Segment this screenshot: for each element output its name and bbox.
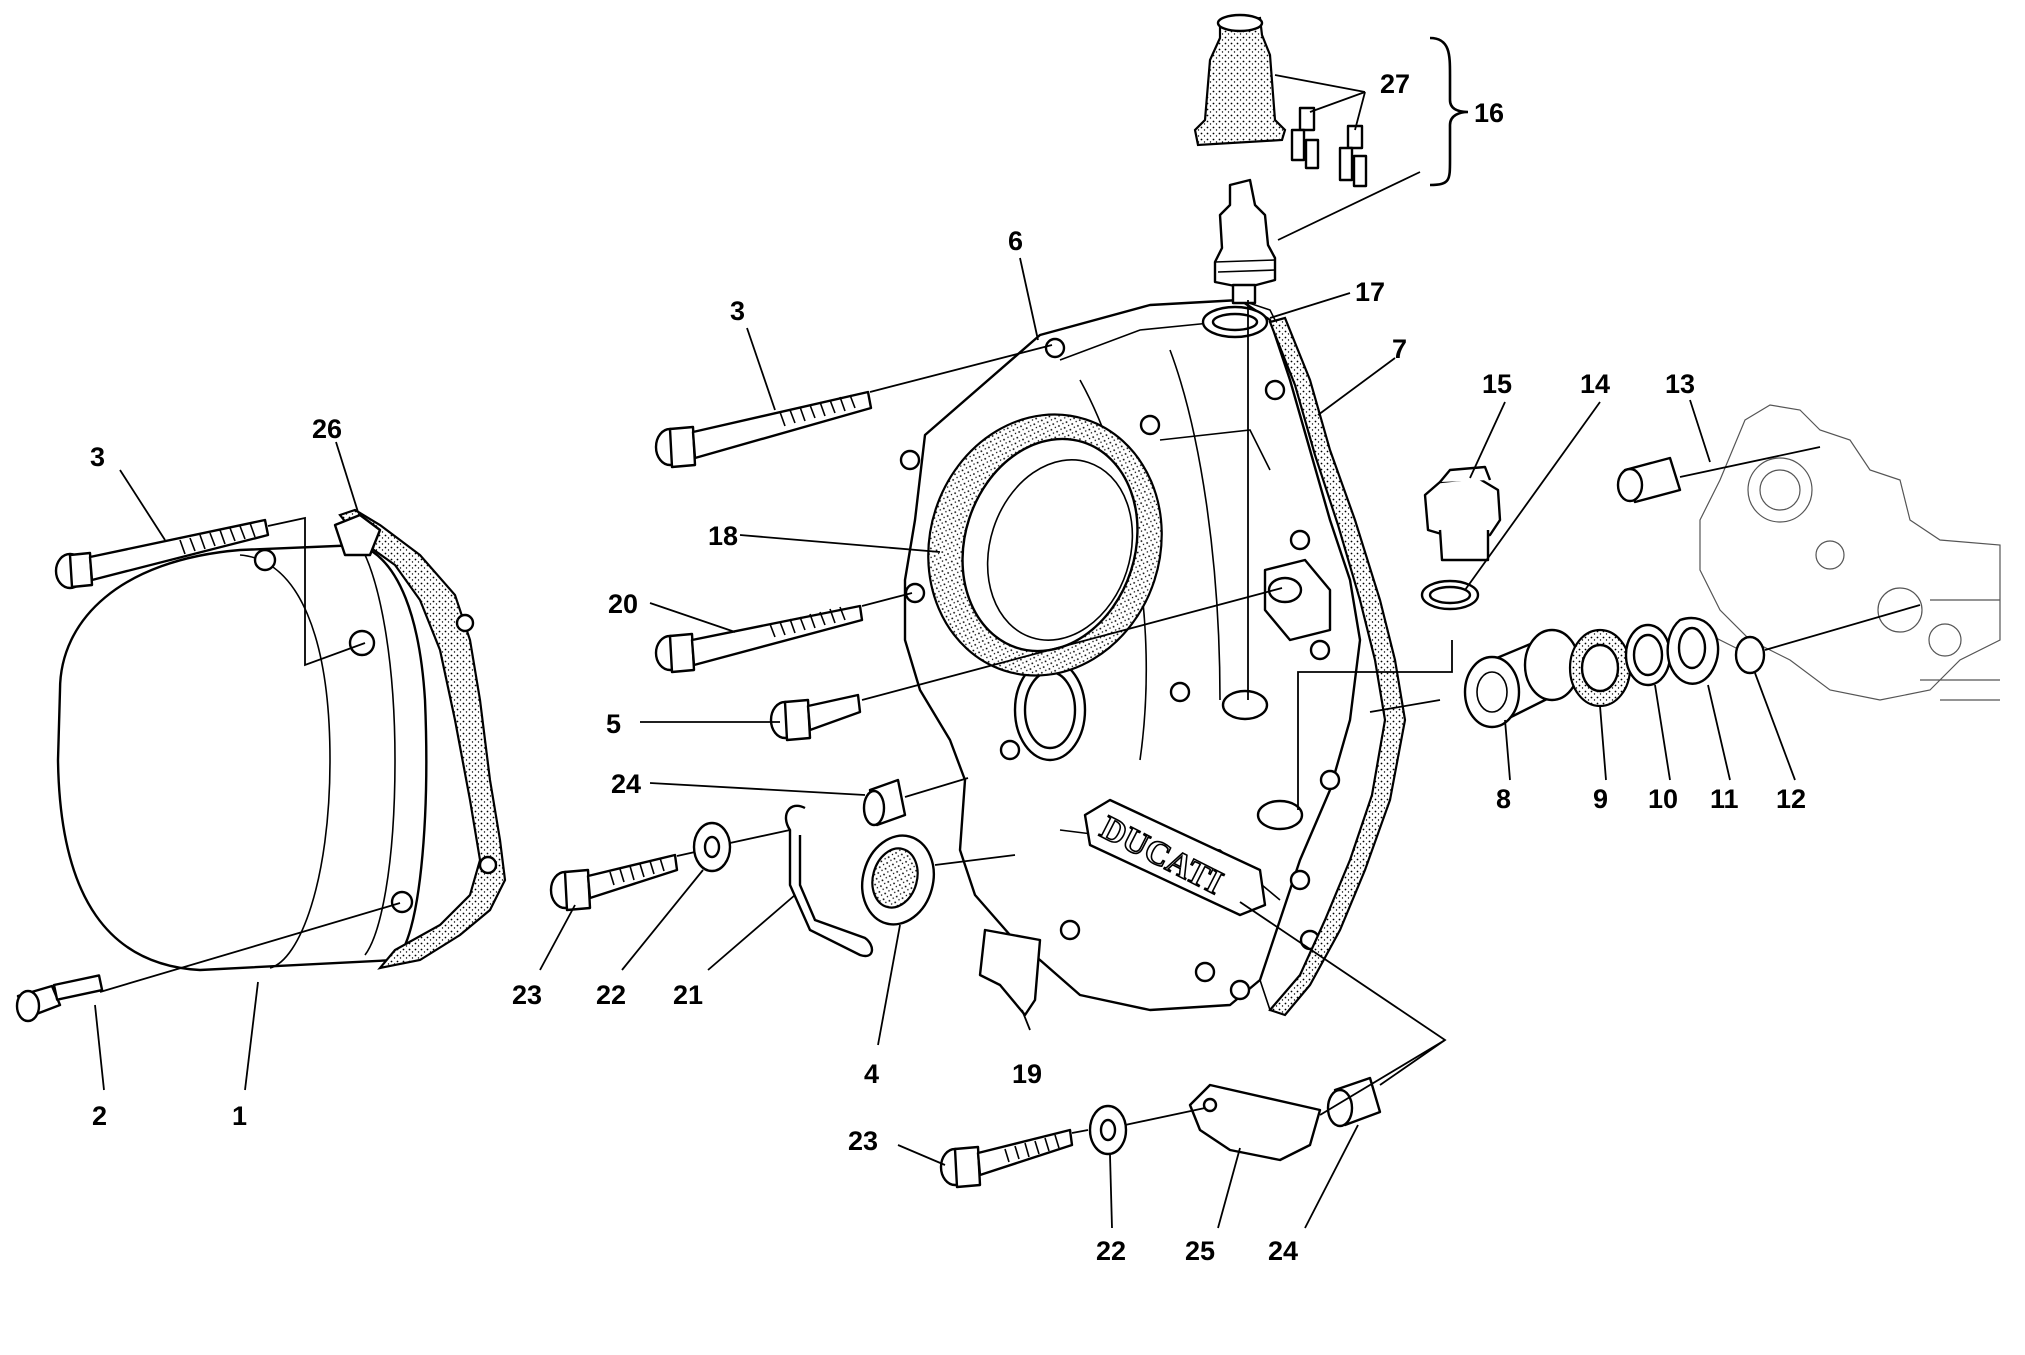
bolt-23-upper xyxy=(549,853,679,912)
o-ring-12 xyxy=(1734,635,1766,675)
leader-lines xyxy=(94,36,1921,1229)
callout-25: 25 xyxy=(1185,1236,1215,1266)
callout-21: 21 xyxy=(673,980,703,1010)
callout-24-lower: 24 xyxy=(1268,1236,1298,1266)
callout-10: 10 xyxy=(1648,784,1678,814)
callout-24-upper: 24 xyxy=(611,769,641,799)
callout-22-upper: 22 xyxy=(596,980,626,1010)
callout-15: 15 xyxy=(1482,369,1512,399)
callout-23-lower: 23 xyxy=(848,1126,878,1156)
callout-1: 1 xyxy=(232,1101,247,1131)
engine-case-outline xyxy=(1699,404,2001,701)
bracket-plate xyxy=(1188,1083,1322,1162)
callout-6: 6 xyxy=(1008,226,1023,256)
sensor-switch xyxy=(1213,178,1277,305)
callout-26: 26 xyxy=(312,414,342,444)
cover-gasket xyxy=(333,508,507,970)
callout-8: 8 xyxy=(1496,784,1511,814)
callout-3-center: 3 xyxy=(730,296,745,326)
callout-4: 4 xyxy=(864,1059,879,1089)
bolt-short-5 xyxy=(769,693,862,742)
spacer-lower xyxy=(1326,1076,1382,1128)
washer-lower xyxy=(1088,1104,1128,1156)
spacer-upper xyxy=(862,778,907,827)
callout-22-lower: 22 xyxy=(1096,1236,1126,1266)
callout-27: 27 xyxy=(1380,69,1410,99)
bolt-23-lower xyxy=(939,1128,1074,1189)
callout-18: 18 xyxy=(708,521,738,551)
terminal-connectors xyxy=(1290,106,1368,188)
gasket-square xyxy=(978,928,1042,1017)
plug-o-ring xyxy=(1420,579,1480,611)
callout-19: 19 xyxy=(1012,1059,1042,1089)
clutch-cover-dome xyxy=(56,543,428,972)
thrust-washer-10 xyxy=(1624,623,1672,687)
bushing-8 xyxy=(1463,628,1581,729)
callout-2: 2 xyxy=(92,1101,107,1131)
callout-16: 16 xyxy=(1474,98,1504,128)
small-seal xyxy=(861,834,935,926)
callout-12: 12 xyxy=(1776,784,1806,814)
oil-filler-plug xyxy=(1423,465,1502,562)
callout-5: 5 xyxy=(606,709,621,739)
housing-gasket xyxy=(1268,316,1407,1017)
callout-13: 13 xyxy=(1665,369,1695,399)
callout-23-upper: 23 xyxy=(512,980,542,1010)
bushing-13 xyxy=(1616,456,1682,504)
seal-ring-9 xyxy=(1568,628,1632,708)
callout-labels: 1 2 3 3 4 5 6 7 8 9 10 11 12 13 14 15 16… xyxy=(90,69,1806,1266)
washer-upper xyxy=(692,821,732,873)
sensor-o-ring xyxy=(1201,305,1269,339)
callout-3-left: 3 xyxy=(90,442,105,472)
bolt-short xyxy=(15,974,104,1023)
sensor-rubber-cap xyxy=(1193,13,1287,147)
callout-7: 7 xyxy=(1392,334,1407,364)
circlip-11 xyxy=(1666,616,1720,685)
callout-17: 17 xyxy=(1355,277,1385,307)
callout-11: 11 xyxy=(1710,784,1739,814)
callout-9: 9 xyxy=(1593,784,1608,814)
bolt-long-center xyxy=(654,390,873,469)
bolt-medium-20 xyxy=(654,604,864,674)
callout-20: 20 xyxy=(608,589,638,619)
callout-14: 14 xyxy=(1580,369,1610,399)
bolt-long-left xyxy=(54,518,270,590)
large-oil-seal xyxy=(927,413,1163,677)
wire-clip xyxy=(784,804,874,958)
